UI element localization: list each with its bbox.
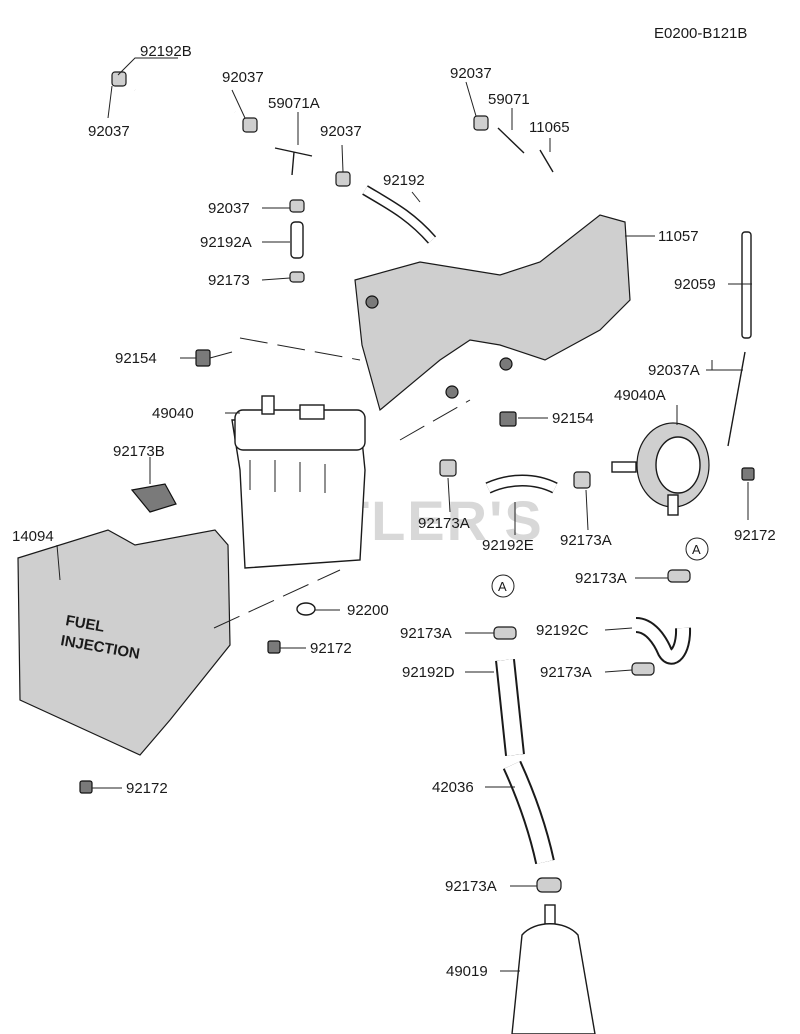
label-92037-e: 92037 (208, 200, 250, 217)
svg-text:A: A (498, 579, 507, 594)
clamp-92173 (289, 271, 305, 283)
label-11065: 11065 (529, 119, 570, 136)
clamp-92037-left (111, 71, 127, 87)
label-92037-d: 92037 (450, 65, 492, 82)
label-92059: 92059 (674, 276, 716, 293)
label-92173A-a: 92173A (418, 515, 470, 532)
clamp-92173A-pump (573, 471, 591, 489)
label-92154-b: 92154 (552, 410, 594, 427)
label-92172-b: 92172 (310, 640, 352, 657)
clamp-92173A-d (536, 877, 562, 893)
fuel-filter-49040 (231, 395, 366, 569)
fitting-59071 (497, 127, 525, 154)
fuel-pump-49040A (611, 422, 710, 516)
hose-92192D (495, 658, 525, 757)
cover-text-fuel: FUEL (64, 612, 106, 636)
label-49040: 49040 (152, 405, 194, 422)
clamp-92037-mid (335, 171, 351, 187)
label-59071: 59071 (488, 91, 530, 108)
label-92037A: 92037A (648, 362, 700, 379)
label-92173A-d: 92173A (400, 625, 452, 642)
hose-92192 (362, 185, 437, 244)
label-11057: 11057 (658, 228, 699, 245)
diagram-code: E0200-B121B (654, 25, 747, 42)
label-92173A-e: 92173A (540, 664, 592, 681)
label-92192E: 92192E (482, 537, 534, 554)
label-14094: 14094 (12, 528, 54, 545)
clamp-92173B (130, 483, 177, 513)
bracket-11057 (354, 214, 631, 412)
clamp-92037-right (473, 115, 489, 131)
label-92173A-c: 92173A (575, 570, 627, 587)
label-42036: 42036 (432, 779, 474, 796)
hose-92192A (290, 221, 304, 259)
hose-92192E (485, 474, 558, 494)
clamp-92173A-c (493, 626, 517, 640)
label-92192B: 92192B (140, 43, 192, 60)
clamp-92173A-filter (439, 459, 457, 477)
bolt-92154-left (195, 349, 233, 367)
label-49019: 49019 (446, 963, 488, 980)
clamp-92037-lower (289, 199, 305, 213)
cover-14094: FUEL INJECTION (17, 529, 231, 756)
label-92192: 92192 (383, 172, 425, 189)
bolt-92154-right (499, 411, 517, 427)
label-92173A-f: 92173A (445, 878, 497, 895)
label-92173: 92173 (208, 272, 250, 289)
tube-42036 (502, 760, 555, 865)
screw-92172-bottom (79, 780, 93, 794)
screw-92172-right (741, 467, 755, 481)
label-92037-c: 92037 (320, 123, 362, 140)
washer-92200 (296, 602, 316, 616)
tee-fitting-59071A (274, 147, 313, 176)
ref-marker-a-pump: A (685, 537, 709, 561)
clamp-92173A-a (667, 569, 691, 583)
label-92173A-b: 92173A (560, 532, 612, 549)
label-92192D: 92192D (402, 664, 455, 681)
label-49040A: 49040A (614, 387, 666, 404)
label-92200: 92200 (347, 602, 389, 619)
label-92192A: 92192A (200, 234, 252, 251)
hose-92192C (634, 617, 692, 665)
ref-marker-a-hose: A (491, 574, 515, 598)
label-92192C: 92192C (536, 622, 589, 639)
screw-92172-mid (267, 640, 281, 654)
tube-92059 (741, 231, 752, 339)
label-92172-a: 92172 (734, 527, 776, 544)
clamp-92173A-b (631, 662, 655, 676)
svg-text:A: A (692, 542, 701, 557)
label-92172-c: 92172 (126, 780, 168, 797)
pin-11065 (539, 149, 554, 173)
inline-filter-49019 (511, 904, 596, 1034)
label-92154-a: 92154 (115, 350, 157, 367)
label-59071A: 59071A (268, 95, 320, 112)
tube-92037A (727, 351, 746, 447)
label-92173B: 92173B (113, 443, 165, 460)
hose-92192B (134, 87, 236, 115)
clamp-92037-upper (242, 117, 258, 133)
label-92037-b: 92037 (88, 123, 130, 140)
label-92037-a: 92037 (222, 69, 264, 86)
